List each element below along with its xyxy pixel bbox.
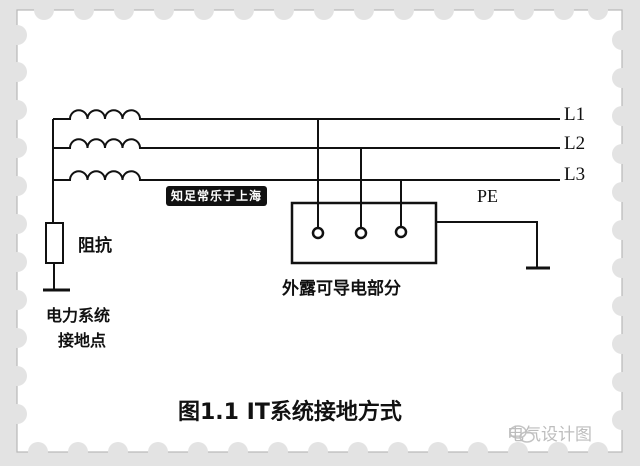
phase-l3-line (53, 170, 560, 181)
label-exposed-conductive-part: 外露可导电部分 (282, 279, 401, 299)
phase-l1-line (53, 109, 560, 120)
exposed-conductive-part-box (290, 201, 438, 265)
label-l2: L2 (564, 133, 586, 154)
figure-caption: 图1.1 IT系统接地方式 (178, 400, 402, 422)
label-system-ground-2: 接地点 (58, 331, 107, 350)
wechat-icon (509, 425, 535, 443)
watermark-badge: 知足常乐于上海 (166, 186, 268, 206)
label-l3: L3 (564, 164, 586, 185)
label-impedance: 阻抗 (78, 236, 112, 256)
phase-l2-line (53, 138, 560, 149)
label-system-ground-1: 电力系统 (46, 306, 111, 325)
label-pe: PE (477, 186, 499, 206)
pe-conductor (436, 221, 538, 268)
label-l1: L1 (564, 104, 586, 125)
brand-watermark: 电气设计图 (507, 425, 592, 445)
wiring (43, 109, 560, 292)
